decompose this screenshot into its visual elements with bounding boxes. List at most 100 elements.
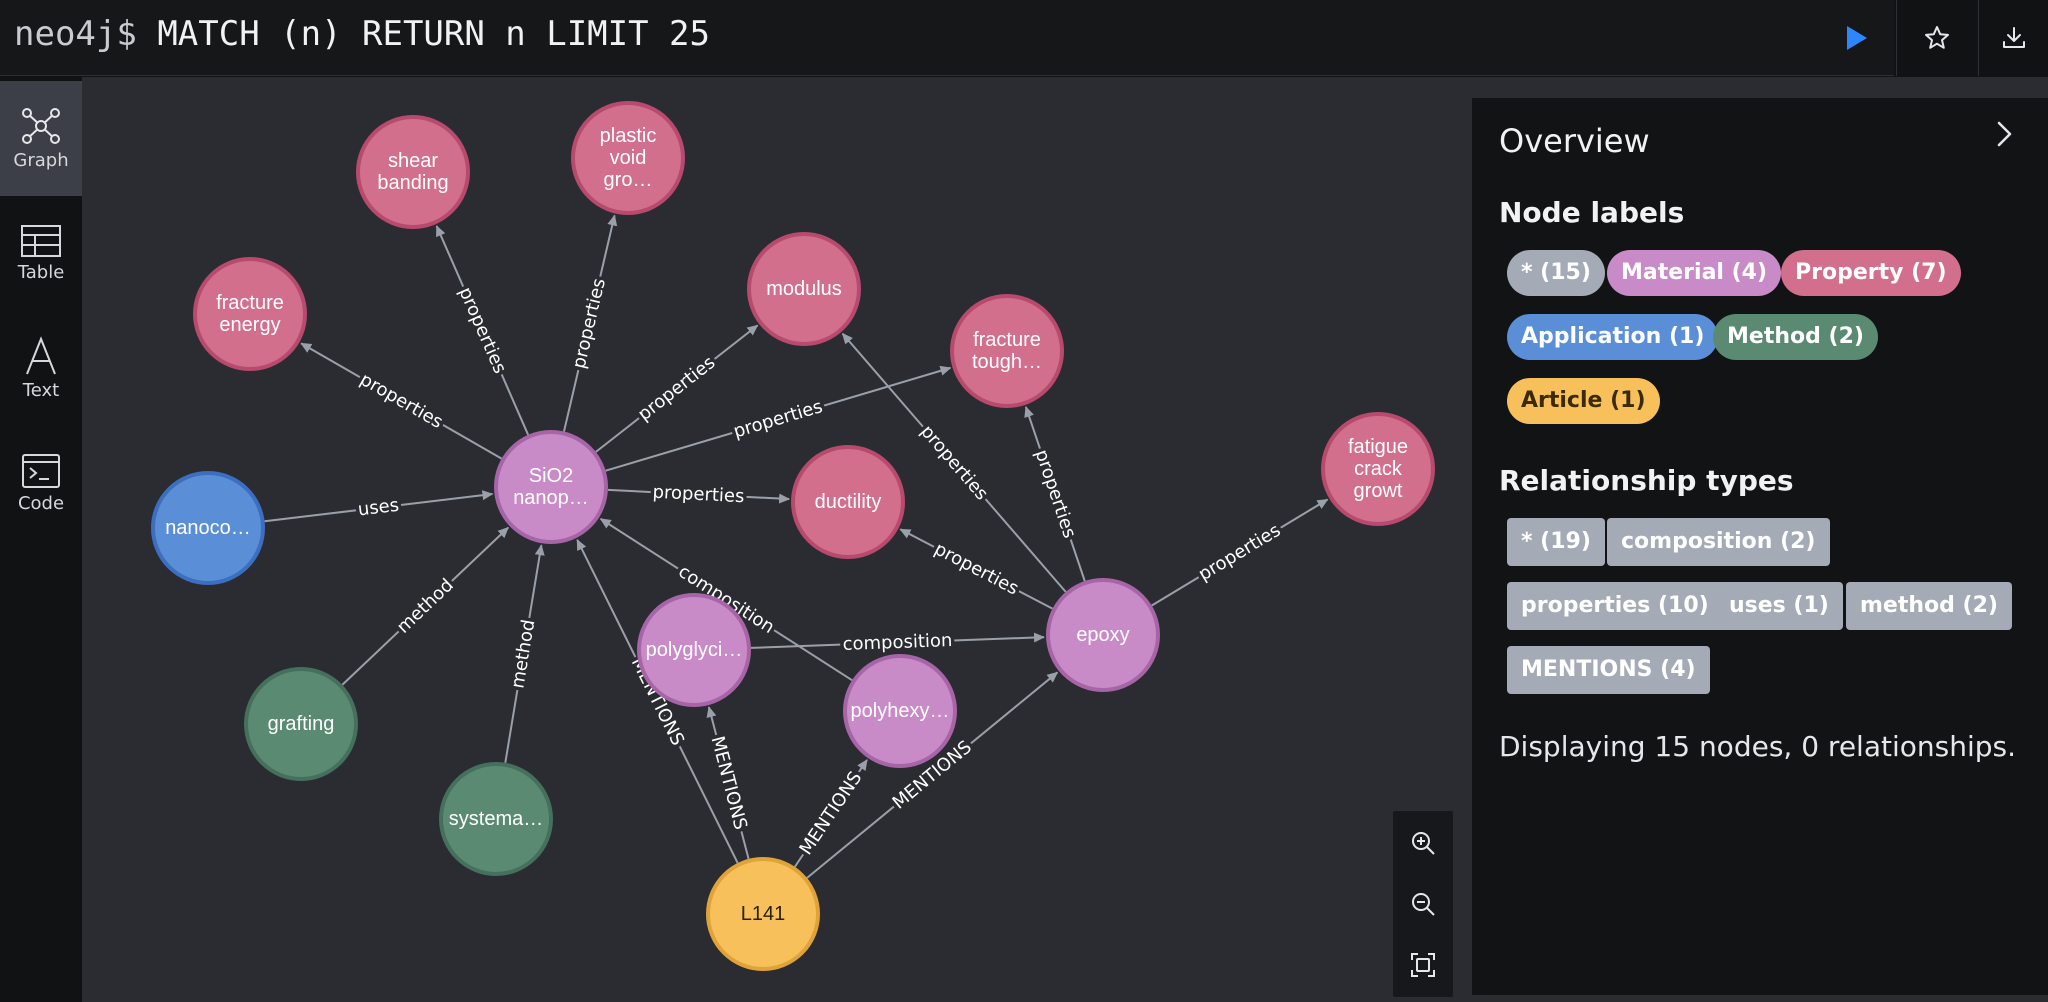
sidebar-item-label: Text (22, 380, 60, 401)
relationship-edge[interactable]: properties (563, 214, 618, 432)
edge-label: properties (356, 369, 446, 433)
zoom-in-button[interactable] (1393, 813, 1453, 873)
graph-node-epoxy[interactable]: epoxy (1046, 578, 1160, 692)
node-caption: energy (219, 314, 280, 336)
node-label-chip-all[interactable]: * (15) (1507, 250, 1605, 296)
collapse-panel-button[interactable] (1986, 116, 2022, 152)
graph-node-polyhexy[interactable]: polyhexy… (843, 654, 957, 768)
overview-panel: Overview Node labels * (15) Material (4)… (1472, 98, 2048, 995)
sidebar-item-code[interactable]: Code (0, 426, 82, 541)
sidebar-item-label: Graph (13, 150, 69, 171)
relationship-edge[interactable]: properties (435, 225, 530, 436)
edge-label: properties (634, 352, 719, 425)
node-label-chip-article[interactable]: Article (1) (1507, 378, 1660, 424)
graph-node-systema[interactable]: systema… (439, 762, 553, 876)
node-caption: SiO2 (529, 465, 573, 487)
node-caption: gro… (604, 169, 653, 191)
graph-node-l141[interactable]: L141 (706, 857, 820, 971)
rel-type-chip-all[interactable]: * (19) (1507, 518, 1605, 566)
node-caption: systema… (449, 808, 543, 830)
edge-label: MENTIONS (795, 768, 866, 859)
download-icon (2003, 27, 2025, 48)
node-caption: polyhexy… (851, 700, 950, 722)
relationship-edge[interactable]: properties (1151, 498, 1329, 607)
edge-label: MENTIONS (706, 734, 751, 832)
relationship-edge[interactable]: method (504, 544, 545, 763)
code-icon (22, 454, 60, 488)
relationship-edge[interactable]: MENTIONS (792, 759, 870, 868)
sidebar-item-label: Code (17, 493, 65, 514)
sidebar-item-graph[interactable]: Graph (0, 81, 82, 196)
rel-type-chip-uses[interactable]: uses (1) (1715, 582, 1843, 630)
node-caption: polyglyci… (646, 639, 743, 661)
run-button[interactable] (1820, 0, 1892, 76)
graph-node-polyglyci[interactable]: polyglyci… (637, 593, 751, 707)
favorite-button[interactable] (1896, 0, 1977, 76)
query-bar: neo4j$ MATCH (n) RETURN n LIMIT 25 (0, 0, 2048, 77)
rel-type-chip-method[interactable]: method (2) (1846, 582, 2012, 630)
node-caption: growt (1354, 480, 1403, 502)
graph-node-ftough[interactable]: fracturetough… (950, 294, 1064, 408)
node-label-chip-method[interactable]: Method (2) (1713, 314, 1878, 360)
view-sidebar: Graph Table Text Code (0, 77, 82, 1002)
graph-node-plastic[interactable]: plasticvoidgro… (571, 101, 685, 215)
sidebar-item-table[interactable]: Table (0, 196, 82, 311)
rel-type-chip-mentions[interactable]: MENTIONS (4) (1507, 646, 1710, 694)
relationship-edge[interactable]: uses (264, 490, 494, 524)
graph-node-grafting[interactable]: grafting (244, 667, 358, 781)
relationship-edge[interactable]: properties (607, 478, 791, 511)
graph-node-ductility[interactable]: ductility (791, 445, 905, 559)
edge-label: uses (357, 495, 400, 521)
node-caption: plastic (600, 125, 657, 147)
rel-type-chip-composition[interactable]: composition (2) (1607, 518, 1830, 566)
zoom-out-icon (1412, 893, 1435, 916)
edge-label: properties (1195, 520, 1284, 585)
fit-to-screen-button[interactable] (1393, 935, 1453, 995)
relationship-edge[interactable]: MENTIONS (703, 706, 755, 860)
relationship-edge[interactable]: properties (300, 342, 503, 460)
relationship-edge[interactable]: properties (605, 365, 952, 472)
query-text[interactable]: neo4j$ MATCH (n) RETURN n LIMIT 25 (14, 14, 710, 54)
node-caption: fracture (973, 329, 1041, 351)
graph-node-modulus[interactable]: modulus (747, 232, 861, 346)
table-icon (21, 225, 61, 257)
graph-node-sio2[interactable]: SiO2nanop… (494, 430, 608, 544)
relationship-edge[interactable]: method (341, 526, 509, 686)
node-label-chip-property[interactable]: Property (7) (1781, 250, 1961, 296)
zoom-controls (1393, 811, 1453, 997)
query-command[interactable]: MATCH (n) RETURN n LIMIT 25 (157, 14, 710, 54)
play-icon (1847, 26, 1867, 50)
rel-type-chip-properties[interactable]: properties (10) (1507, 582, 1723, 630)
node-caption: epoxy (1076, 624, 1129, 646)
node-caption: banding (377, 172, 448, 194)
star-icon (1925, 26, 1949, 49)
edge-label: properties (916, 421, 992, 504)
relationship-edge[interactable]: properties (899, 528, 1053, 610)
query-editor[interactable]: neo4j$ MATCH (n) RETURN n LIMIT 25 (0, 0, 1894, 76)
node-caption: nanoco… (165, 517, 251, 539)
relationship-types-title: Relationship types (1499, 464, 1794, 497)
graph-icon (22, 108, 60, 144)
edge-label: method (507, 618, 539, 690)
edge-label: properties (652, 482, 745, 508)
sidebar-item-text[interactable]: Text (0, 311, 82, 426)
edge-label: properties (931, 538, 1022, 599)
edge-label: properties (731, 396, 825, 442)
node-label-chip-material[interactable]: Material (4) (1607, 250, 1782, 296)
graph-node-nanoco[interactable]: nanoco… (151, 471, 265, 585)
node-label-chip-application[interactable]: Application (1) (1507, 314, 1719, 360)
sidebar-item-label: Table (17, 262, 65, 283)
zoom-out-button[interactable] (1393, 874, 1453, 934)
edge-label: composition (842, 630, 952, 655)
zoom-in-icon (1412, 832, 1435, 855)
download-button[interactable] (1978, 0, 2048, 76)
query-prompt: neo4j$ (14, 14, 137, 54)
node-caption: void (610, 147, 647, 169)
fit-screen-icon (1411, 953, 1435, 977)
node-labels-title: Node labels (1499, 196, 1685, 229)
